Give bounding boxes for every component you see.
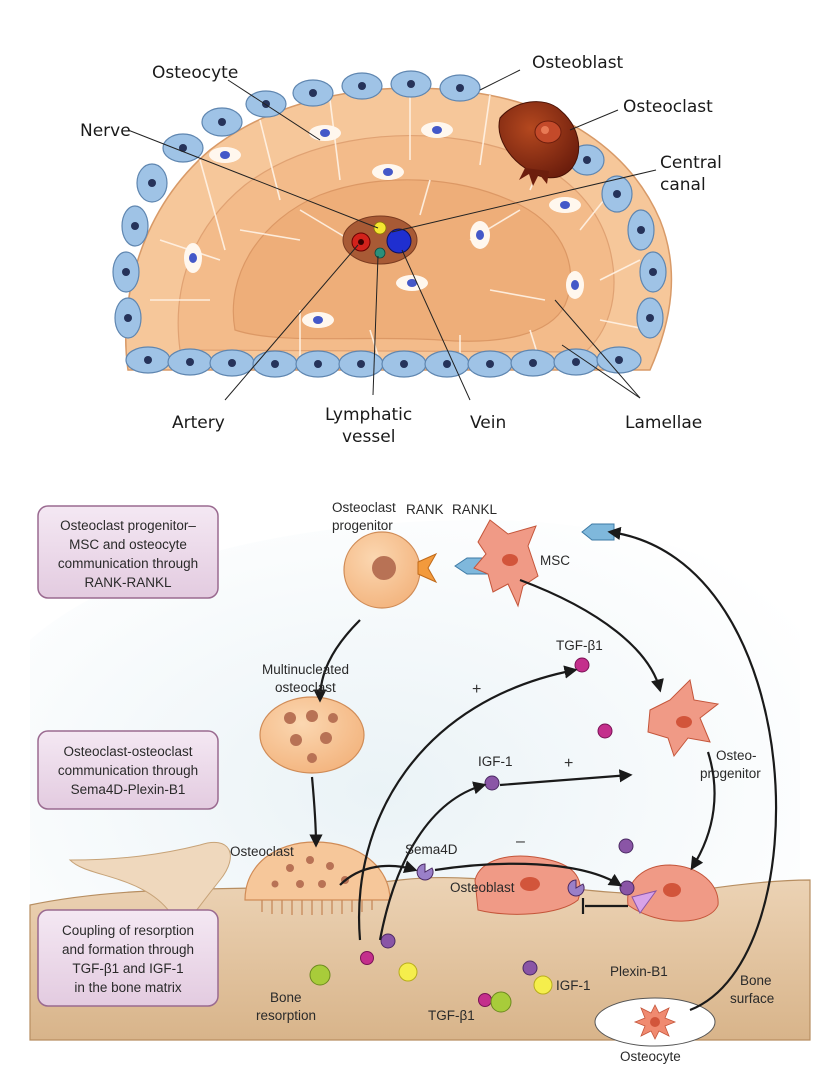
label-multinucleated-1: Multinucleated (262, 662, 349, 677)
box2-line2: communication through (58, 763, 198, 778)
label-multinucleated-2: osteoclast (275, 680, 336, 695)
label-lymphatic-1: Lymphatic (325, 405, 412, 425)
label-central-canal-1: Central (660, 153, 722, 173)
label-plus-1: + (472, 681, 481, 698)
osteon-cross-section: Osteocyte Osteoblast Osteoclast Nerve Ce… (80, 53, 722, 447)
box1-line3: communication through (58, 556, 198, 571)
central-canal (342, 215, 418, 265)
label-rankl: RANKL (452, 502, 498, 517)
box1-line2: MSC and osteocyte (69, 537, 187, 552)
info-box-3: Coupling of resorption and formation thr… (37, 909, 219, 1007)
box3-line2: and formation through (62, 942, 194, 957)
box3-line3: TGF-β1 and IGF-1 (72, 961, 183, 976)
nerve-fiber (373, 221, 387, 235)
label-osteoclast: Osteoclast (623, 97, 713, 117)
label-igf1-mid: IGF-1 (478, 754, 513, 769)
label-tgf-b1-bottom: TGF-β1 (428, 1008, 475, 1023)
bone-trabecula (68, 841, 231, 931)
osteocyte-lacunae (184, 122, 584, 328)
label-osteoblast: Osteoblast (450, 880, 515, 895)
box2-line1: Osteoclast-osteoclast (63, 744, 192, 759)
label-osteoclast-progenitor-1: Osteoclast (332, 500, 396, 515)
box1-line1: Osteoclast progenitor– (60, 518, 196, 533)
label-osteoclast-progenitor-2: progenitor (332, 518, 393, 533)
rank-receptor (417, 552, 438, 584)
label-minus: – (516, 833, 525, 850)
label-bone-resorption-1: Bone (270, 990, 302, 1005)
label-artery: Artery (172, 413, 225, 433)
box3-line1: Coupling of resorption (62, 923, 194, 938)
label-igf1-bottom: IGF-1 (556, 978, 591, 993)
label-lymphatic-2: vessel (342, 427, 395, 447)
plexin-b1-receptor (631, 890, 658, 914)
box2-line3: Sema4D-Plexin-B1 (71, 782, 186, 797)
vein-vessel (386, 228, 412, 254)
label-bone-resorption-2: resorption (256, 1008, 316, 1023)
osteocyte-cell (633, 1004, 677, 1040)
label-vein: Vein (470, 413, 506, 433)
label-osteoprogenitor-1: Osteo- (716, 748, 757, 763)
particles (309, 657, 635, 1013)
label-lamellae: Lamellae (625, 413, 702, 433)
label-central-canal-2: canal (660, 175, 706, 195)
label-osteocyte: Osteocyte (152, 63, 238, 83)
label-bone-surface-2: surface (730, 991, 774, 1006)
label-osteocyte: Osteocyte (620, 1049, 681, 1064)
arrows (309, 526, 778, 1012)
info-box-1: Osteoclast progenitor– MSC and osteocyte… (37, 505, 219, 599)
label-tgf-b1-top: TGF-β1 (556, 638, 603, 653)
label-plus-2: + (564, 755, 573, 772)
label-plexin-b1: Plexin-B1 (610, 964, 668, 979)
label-msc: MSC (540, 553, 570, 568)
info-box-2: Osteoclast-osteoclast communication thro… (37, 730, 219, 810)
osteoclast-progenitor-cell (343, 531, 438, 609)
label-osteoblast: Osteoblast (532, 53, 624, 73)
label-nerve: Nerve (80, 121, 131, 141)
label-osteoprogenitor-2: progenitor (700, 766, 761, 781)
box3-line4: in the bone matrix (74, 980, 182, 995)
label-bone-surface-1: Bone (740, 973, 772, 988)
signaling-diagram: Osteoclast progenitor– MSC and osteocyte… (29, 500, 811, 1064)
sema4d-molecule (416, 863, 434, 881)
multinucleated-osteoclast (259, 696, 365, 774)
label-osteoclast: Osteoclast (230, 844, 294, 859)
label-rank: RANK (406, 502, 444, 517)
label-sema4d: Sema4D (405, 842, 458, 857)
box1-line4: RANK-RANKL (84, 575, 172, 590)
lymphatic-vessel (374, 247, 386, 259)
